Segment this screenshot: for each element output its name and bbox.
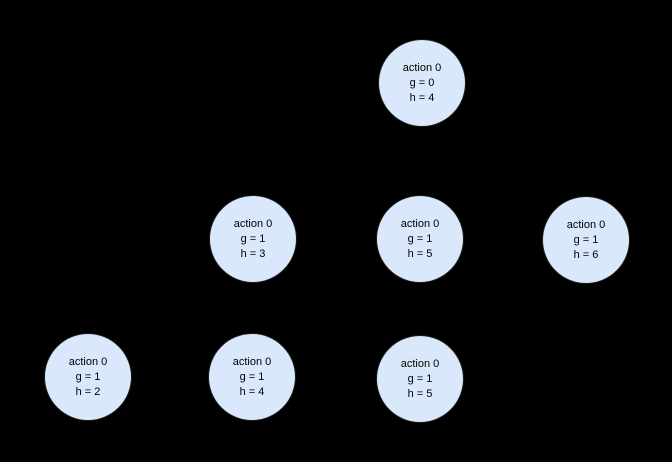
node-h-value: h = 4 xyxy=(239,385,265,398)
node-g-value: g = 0 xyxy=(409,76,435,89)
tree-node-bottom-right: action 0 g = 1 h = 5 xyxy=(376,335,464,423)
node-h-value: h = 5 xyxy=(407,247,433,260)
tree-node-root: action 0 g = 0 h = 4 xyxy=(378,39,466,127)
tree-node-bottom-center: action 0 g = 1 h = 4 xyxy=(208,333,296,421)
node-g-value: g = 1 xyxy=(239,370,265,383)
node-g-value: g = 1 xyxy=(407,232,433,245)
node-action-label: action 0 xyxy=(566,218,606,231)
node-action-label: action 0 xyxy=(68,355,108,368)
node-action-label: action 0 xyxy=(232,355,272,368)
tree-node-mid-left: action 0 g = 1 h = 3 xyxy=(209,195,297,283)
node-g-value: g = 1 xyxy=(75,370,101,383)
node-h-value: h = 6 xyxy=(573,248,599,261)
node-g-value: g = 1 xyxy=(573,233,599,246)
node-action-label: action 0 xyxy=(400,357,440,370)
node-h-value: h = 4 xyxy=(409,91,435,104)
node-h-value: h = 5 xyxy=(407,387,433,400)
tree-node-bottom-left: action 0 g = 1 h = 2 xyxy=(44,333,132,421)
node-action-label: action 0 xyxy=(233,217,273,230)
node-g-value: g = 1 xyxy=(407,372,433,385)
tree-node-mid-right: action 0 g = 1 h = 6 xyxy=(542,196,630,284)
node-h-value: h = 3 xyxy=(240,247,266,260)
node-action-label: action 0 xyxy=(402,61,442,74)
node-h-value: h = 2 xyxy=(75,385,101,398)
node-g-value: g = 1 xyxy=(240,232,266,245)
tree-node-mid-center: action 0 g = 1 h = 5 xyxy=(376,195,464,283)
node-action-label: action 0 xyxy=(400,217,440,230)
